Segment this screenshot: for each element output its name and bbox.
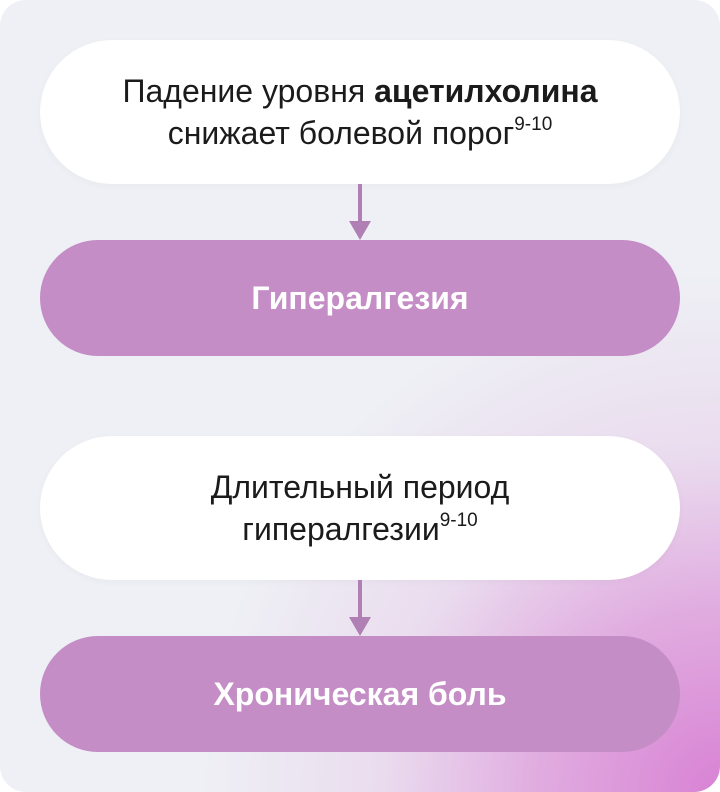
step-text-line1: Длительный период (210, 469, 510, 505)
step-text: Хроническая боль (213, 675, 507, 712)
arrow-down-icon (349, 580, 371, 636)
step-text-line2: гипералгезии (242, 511, 440, 547)
step-hyperalgesia: Гипералгезия (40, 240, 680, 356)
step-text-line2: снижает болевой порог (167, 115, 515, 151)
reference: 9-10 (439, 510, 478, 531)
step-text-bold: ацетилхолина (374, 73, 598, 109)
step-long-hyperalgesia: Длительный период гипералгезии9-10 (40, 436, 680, 580)
arrow-down-icon (349, 184, 371, 240)
reference: 9-10 (514, 114, 553, 135)
step-chronic-pain: Хроническая боль (40, 636, 680, 752)
step-acetylcholine-drop: Падение уровня ацетилхолина снижает боле… (40, 40, 680, 184)
step-text: Падение уровня (122, 73, 375, 109)
step-text: Гипералгезия (251, 279, 469, 316)
